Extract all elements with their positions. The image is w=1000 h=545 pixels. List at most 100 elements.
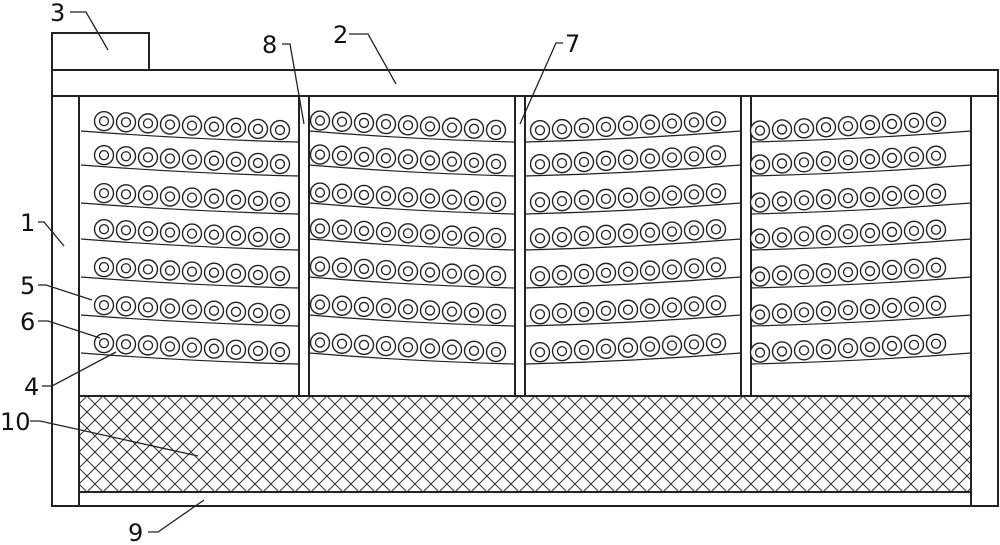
roller-inner	[446, 344, 458, 355]
roller-inner	[164, 119, 176, 130]
roller-inner	[556, 157, 568, 169]
roller-inner	[534, 271, 546, 282]
roller-inner	[98, 150, 110, 161]
roller-inner	[842, 121, 854, 132]
roller-inner	[798, 195, 810, 206]
support-line	[750, 130, 972, 143]
roller-inner	[208, 229, 220, 240]
roller-inner	[402, 266, 414, 277]
roller-inner	[666, 264, 678, 275]
roller-inner	[820, 344, 832, 355]
roller-inner	[644, 227, 656, 238]
leader-10	[30, 420, 199, 457]
roller-inner	[336, 150, 348, 161]
roller-inner	[666, 340, 678, 351]
support-line	[80, 276, 300, 289]
roller-inner	[314, 223, 326, 234]
roller-inner	[710, 188, 722, 199]
roller-inner	[120, 189, 132, 200]
roller-rows	[80, 110, 972, 365]
hatch-line	[950, 471, 971, 492]
roller-inner	[842, 192, 854, 204]
support-line	[524, 202, 742, 215]
roller-inner	[556, 269, 568, 281]
support-line	[80, 314, 300, 327]
roller-inner	[908, 117, 920, 128]
roller-inner	[886, 226, 898, 238]
roller-inner	[274, 270, 286, 282]
roller-inner	[142, 302, 154, 313]
roller-inner	[252, 157, 264, 169]
roller-inner	[754, 197, 766, 208]
roller-inner	[252, 123, 264, 135]
roller-inner	[930, 150, 942, 161]
roller-inner	[314, 187, 326, 198]
roller-inner	[164, 341, 176, 352]
callout-2: 2	[333, 21, 348, 49]
support-line	[80, 130, 300, 143]
roller-inner	[380, 302, 392, 314]
roller-inner	[930, 300, 942, 311]
callout-7: 7	[565, 30, 580, 58]
roller-inner	[600, 155, 612, 167]
roller-inner	[98, 300, 110, 311]
roller-inner	[490, 124, 502, 136]
roller-inner	[622, 342, 634, 353]
roller-inner	[186, 120, 198, 131]
roller-inner	[600, 267, 612, 279]
roller-inner	[314, 149, 326, 160]
roller-inner	[208, 343, 220, 354]
roller-inner	[930, 116, 942, 127]
roller-inner	[820, 122, 832, 133]
roller-inner	[424, 121, 436, 132]
roller-inner	[820, 194, 832, 205]
roller-inner	[820, 268, 832, 279]
roller-inner	[208, 267, 220, 278]
roller-inner	[402, 228, 414, 239]
roller-inner	[776, 270, 788, 281]
roller-inner	[186, 154, 198, 165]
roller-inner	[468, 269, 480, 280]
roller-inner	[274, 124, 286, 136]
roller-inner	[578, 268, 590, 280]
roller-inner	[274, 346, 286, 358]
roller-inner	[798, 269, 810, 280]
divider-post-1	[298, 95, 310, 397]
roller-inner	[446, 268, 458, 279]
roller-inner	[644, 265, 656, 276]
roller-inner	[402, 154, 414, 165]
roller-inner	[446, 306, 458, 317]
roller-inner	[490, 308, 502, 320]
roller-inner	[186, 228, 198, 239]
roller-inner	[798, 123, 810, 134]
roller-inner	[534, 125, 546, 136]
roller-inner	[864, 265, 876, 277]
support-line	[524, 164, 742, 177]
hatched-layer	[79, 396, 971, 492]
roller-inner	[534, 309, 546, 320]
roller-inner	[688, 117, 700, 128]
support-line	[524, 130, 742, 143]
right-wall	[970, 95, 999, 507]
roller-inner	[534, 159, 546, 170]
leader-2	[349, 33, 397, 85]
roller-inner	[358, 117, 370, 129]
hatch-line	[934, 396, 971, 433]
roller-inner	[120, 225, 132, 236]
callout-10: 10	[0, 408, 31, 436]
roller-inner	[886, 190, 898, 202]
roller-inner	[666, 118, 678, 129]
roller-inner	[120, 339, 132, 350]
roller-inner	[468, 157, 480, 168]
roller-inner	[600, 121, 612, 133]
roller-inner	[644, 303, 656, 314]
hatch-line	[902, 423, 971, 492]
roller-inner	[186, 192, 198, 203]
roller-inner	[556, 307, 568, 319]
roller-inner	[186, 266, 198, 277]
roller-inner	[754, 271, 766, 282]
support-line	[524, 352, 742, 365]
leader-3	[70, 11, 109, 51]
roller-inner	[142, 152, 154, 163]
